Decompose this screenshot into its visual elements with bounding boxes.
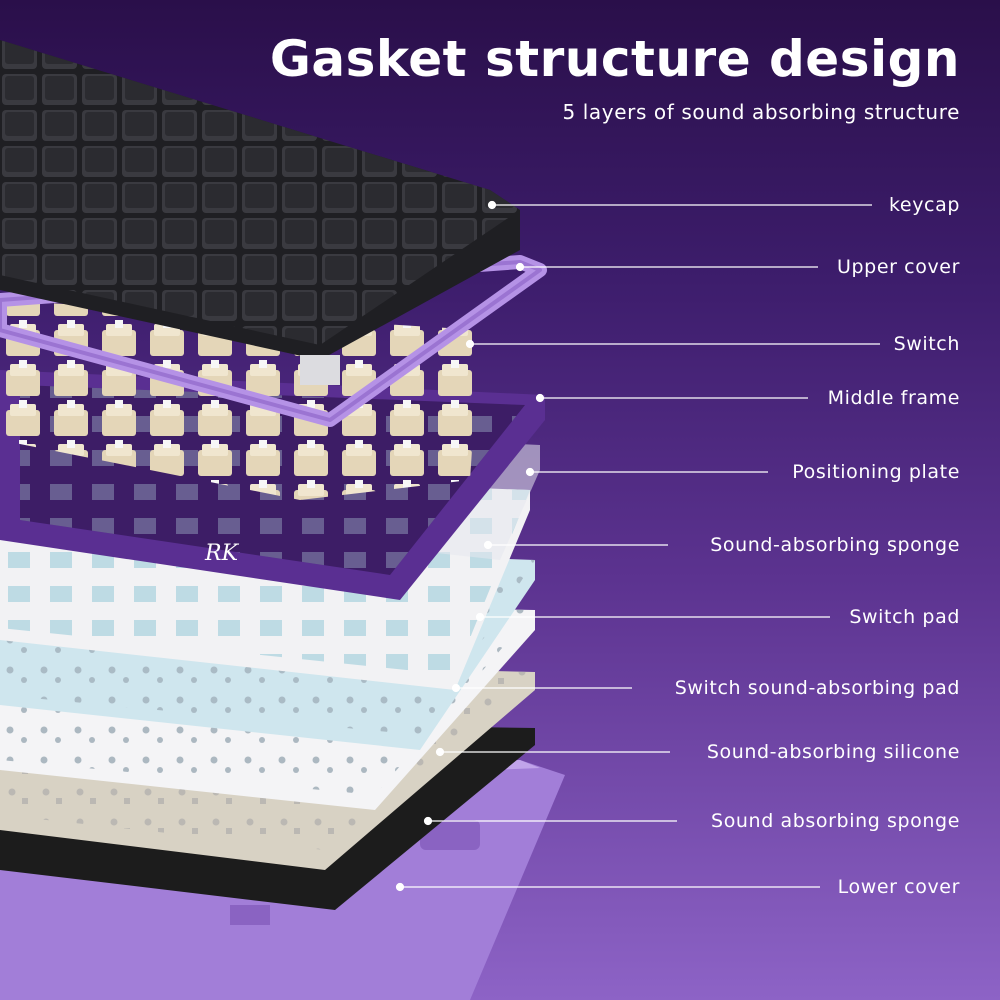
leader-lines [395,200,880,892]
logo-keycap [300,355,340,385]
layer-label-keycap: keycap [888,194,960,216]
layer-label-middle-frame: Middle frame [827,387,960,409]
layer-label-switch: Switch [893,333,960,355]
page-subtitle: 5 layers of sound absorbing structure [562,100,960,124]
layer-label-sound-absorbing-silicone: Sound-absorbing silicone [706,741,960,763]
keycap-layer [0,40,520,385]
layer-label-positioning-plate: Positioning plate [792,461,960,483]
brand-logo: RK [204,541,240,566]
page-title: Gasket structure design [269,30,960,88]
layer-label-sound-absorbing-sponge-black: Sound absorbing sponge [711,810,960,832]
layer-label-switch-sound-absorbing-pad: Switch sound-absorbing pad [674,677,960,699]
layer-label-sound-absorbing-sponge: Sound-absorbing sponge [710,534,960,556]
layer-label-switch-pad: Switch pad [849,606,960,628]
layer-label-upper-cover: Upper cover [837,256,960,278]
layer-label-lower-cover: Lower cover [837,876,960,898]
